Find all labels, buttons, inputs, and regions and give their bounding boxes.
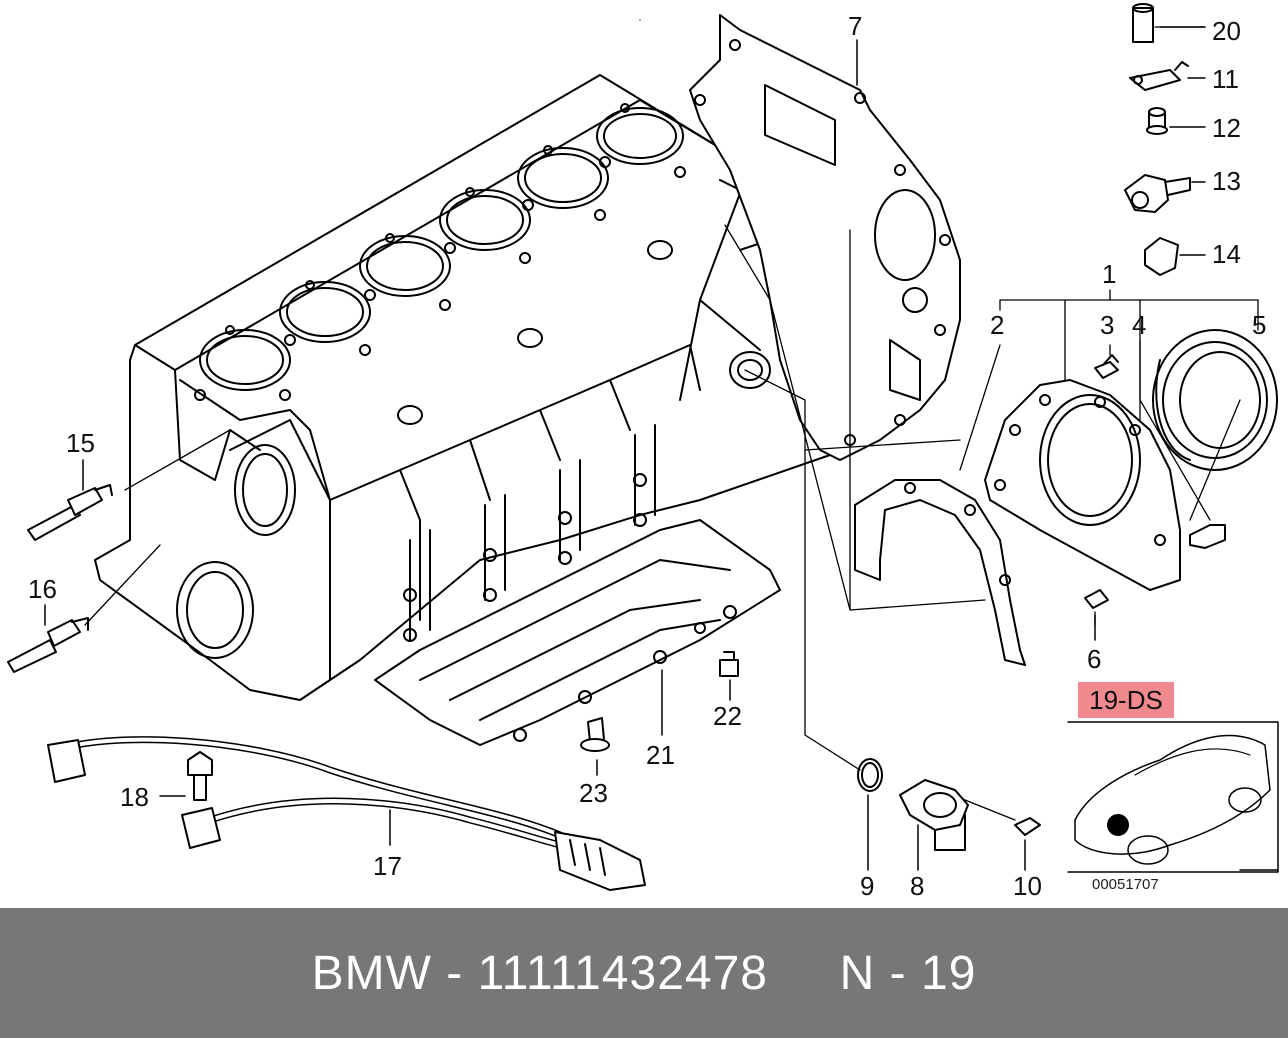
reference-car-inset [1067,721,1279,873]
callout-5: 5 [1252,310,1266,340]
seal-carrier-gasket [854,479,1026,666]
callout-10: 10 [1013,871,1042,901]
callout-labels: 7 20 11 12 13 14 1 2 3 4 5 6 15 16 18 17… [28,11,1266,901]
separator [432,946,446,1001]
callout-1: 1 [1102,259,1116,289]
radial-shaft-seal [1152,329,1278,471]
separator-dash: - [446,946,464,1000]
callout-22: 22 [713,701,742,731]
separator-space [463,946,477,1001]
exploded-view-drawing: 7 20 11 12 13 14 1 2 3 4 5 6 15 16 18 17… [7,3,1279,901]
group-number: N - 19 [839,946,977,1000]
gap [768,946,840,1001]
end-plate-gasket [689,14,961,461]
part-number-footer: BMW - 11111432478 N - 19 [0,908,1288,1038]
callout-20: 20 [1212,16,1241,46]
engine-block [94,74,831,701]
callout-18: 18 [120,782,149,812]
callout-16: 16 [28,574,57,604]
small-parts [7,3,1226,891]
oil-pan-baffle [374,519,781,746]
callout-21: 21 [646,740,675,770]
callout-7: 7 [848,11,862,41]
callout-leaders [44,26,1206,871]
image-code: 00051707 [1092,876,1159,893]
callout-11: 11 [1212,64,1239,94]
callout-2: 2 [990,310,1004,340]
callout-8: 8 [910,871,924,901]
callout-23: 23 [579,778,608,808]
crankshaft-seal-carrier [984,379,1181,591]
callout-12: 12 [1212,113,1241,143]
brand-name: BMW [311,946,432,1000]
parts-diagram: 7 20 11 12 13 14 1 2 3 4 5 6 15 16 18 17… [7,3,1279,901]
callout-3: 3 [1100,310,1114,340]
callout-4: 4 [1132,310,1146,340]
callout-14: 14 [1212,239,1241,269]
callout-17: 17 [373,851,402,881]
callout-9: 9 [860,871,874,901]
group-code-badge: 19-DS [1078,682,1174,718]
callout-6: 6 [1087,644,1101,674]
callout-13: 13 [1212,166,1241,196]
part-number: 11111432478 [477,946,768,1000]
callout-15: 15 [66,428,95,458]
